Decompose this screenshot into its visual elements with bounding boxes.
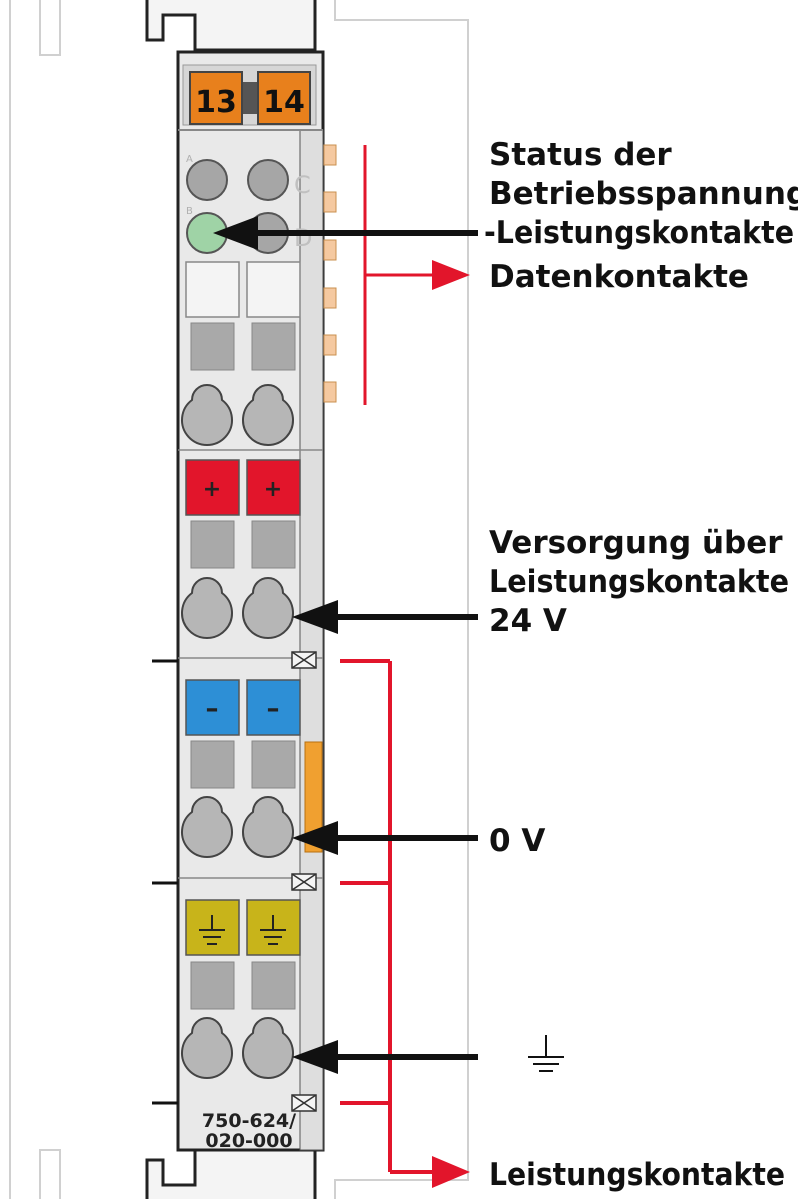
datenkontakte-arrowhead: [432, 260, 470, 290]
led-a: [186, 159, 228, 201]
plus-terminal-left: [185, 459, 240, 516]
data-contacts-bracket: [363, 145, 447, 405]
minus-terminal-section: – –: [178, 679, 323, 879]
minus-sign-right: –: [267, 694, 280, 724]
minus-sign-left: –: [206, 694, 219, 724]
part-number-line2: 020-000: [205, 1130, 292, 1152]
label-datenkontakte: Datenkontakte: [489, 259, 749, 295]
data-contacts: [323, 144, 337, 403]
arrow-ground-head: [292, 1040, 338, 1074]
minus-terminal-left: [185, 679, 240, 736]
marker-label-13: 13: [195, 85, 237, 120]
plus-sign-left: +: [203, 477, 221, 502]
orange-power-jumper: [304, 741, 323, 853]
minus-terminal-right: [246, 679, 301, 736]
marker-carrier: 13 14: [182, 64, 317, 126]
power-contact-notches: [291, 651, 317, 1112]
power-contacts-bracket: [340, 659, 440, 1174]
module-side-strip: [299, 129, 324, 1151]
part-number-line1: 750-624/: [202, 1110, 296, 1132]
marker-14: [257, 71, 311, 125]
upper-terminal-section: [178, 261, 323, 451]
label-versorgung-line2: Leistungskontakte: [489, 564, 789, 600]
label-leistungskontakte: Leistungskontakte: [489, 1157, 785, 1193]
left-ticks: [152, 659, 178, 1105]
label-zero-v: 0 V: [489, 823, 545, 859]
label-versorgung-line1: Versorgung über: [489, 525, 783, 561]
arrow-24v-head: [292, 600, 338, 634]
label-status-line1: Status der: [489, 137, 672, 173]
led-letter-c: C: [294, 171, 311, 199]
label-status-line2: Betriebsspannung: [489, 176, 798, 212]
plus-terminal-right: [246, 459, 301, 516]
marker-label-14: 14: [263, 85, 305, 120]
plus-terminal-section: + +: [178, 459, 323, 659]
arrow-status-head: [213, 216, 258, 250]
leistungskontakte-arrowhead: [432, 1156, 470, 1188]
black-arrows: [213, 216, 478, 1074]
led-c: [247, 159, 289, 201]
ground-symbol-icon: [528, 1035, 564, 1072]
plus-sign-right: +: [264, 477, 282, 502]
rail-clip-top: [145, 0, 317, 52]
led-letter-b: B: [186, 206, 193, 217]
led-letter-a: A: [186, 154, 193, 165]
arrow-0v-head: [292, 821, 338, 855]
label-versorgung-line3: 24 V: [489, 603, 567, 639]
led-letter-d: D: [294, 224, 312, 252]
rail-clip-bottom: [145, 1148, 317, 1199]
ground-terminal-section: [181, 899, 301, 1079]
marker-13: [189, 71, 243, 125]
label-status-line3: -Leistungskontakte: [484, 215, 794, 251]
